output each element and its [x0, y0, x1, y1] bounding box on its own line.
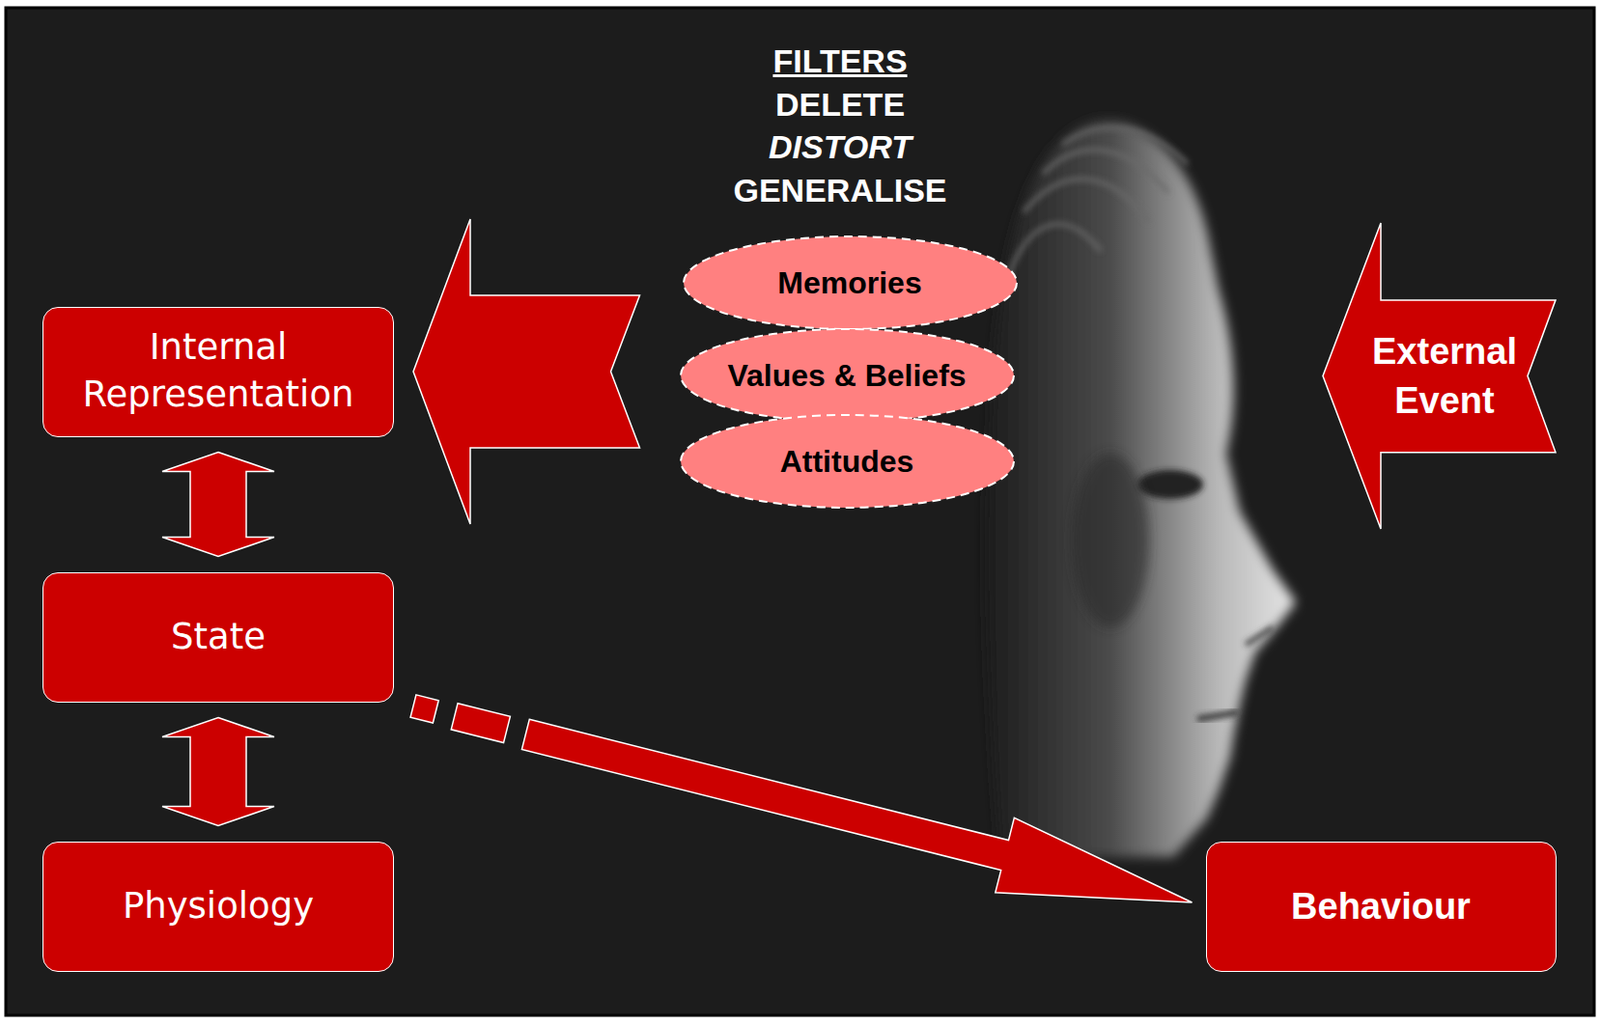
filter-ellipse: Memories — [681, 234, 1019, 332]
node-label: Internal Representation — [61, 324, 375, 420]
filter-ellipse: Attitudes — [678, 413, 1016, 510]
dashed-block-arrow — [410, 695, 1192, 903]
process-box: Physiology — [42, 842, 394, 973]
node-label: Physiology — [122, 883, 314, 931]
filter-ellipse: Values & Beliefs — [678, 327, 1016, 424]
heading-text: DELETE — [775, 85, 905, 123]
filter-heading: GENERALISE — [550, 170, 1130, 210]
node-label: State — [170, 614, 266, 662]
block-arrow — [162, 718, 275, 827]
block-arrow — [162, 452, 275, 558]
node-label: Behaviour — [1291, 882, 1471, 931]
block-arrow — [413, 219, 641, 525]
process-box: Behaviour — [1206, 842, 1557, 973]
heading-text: FILTERS — [772, 42, 907, 80]
filter-heading: DISTORT — [550, 127, 1130, 167]
face-profile — [984, 120, 1296, 858]
heading-text: GENERALISE — [732, 171, 947, 209]
node-label: Values & Beliefs — [727, 355, 966, 396]
heading-text: DISTORT — [768, 128, 912, 166]
panel — [5, 7, 1595, 1016]
arrow-outline — [1322, 223, 1556, 530]
filter-heading: DELETE — [550, 84, 1130, 124]
process-box: Internal Representation — [42, 307, 394, 438]
node-label: Attitudes — [780, 441, 915, 482]
process-box: State — [42, 572, 394, 703]
node-label: External Event — [1346, 327, 1544, 424]
node-label: Memories — [777, 262, 922, 304]
event-arrow: External Event — [1322, 223, 1556, 530]
filter-heading: FILTERS — [550, 41, 1130, 81]
